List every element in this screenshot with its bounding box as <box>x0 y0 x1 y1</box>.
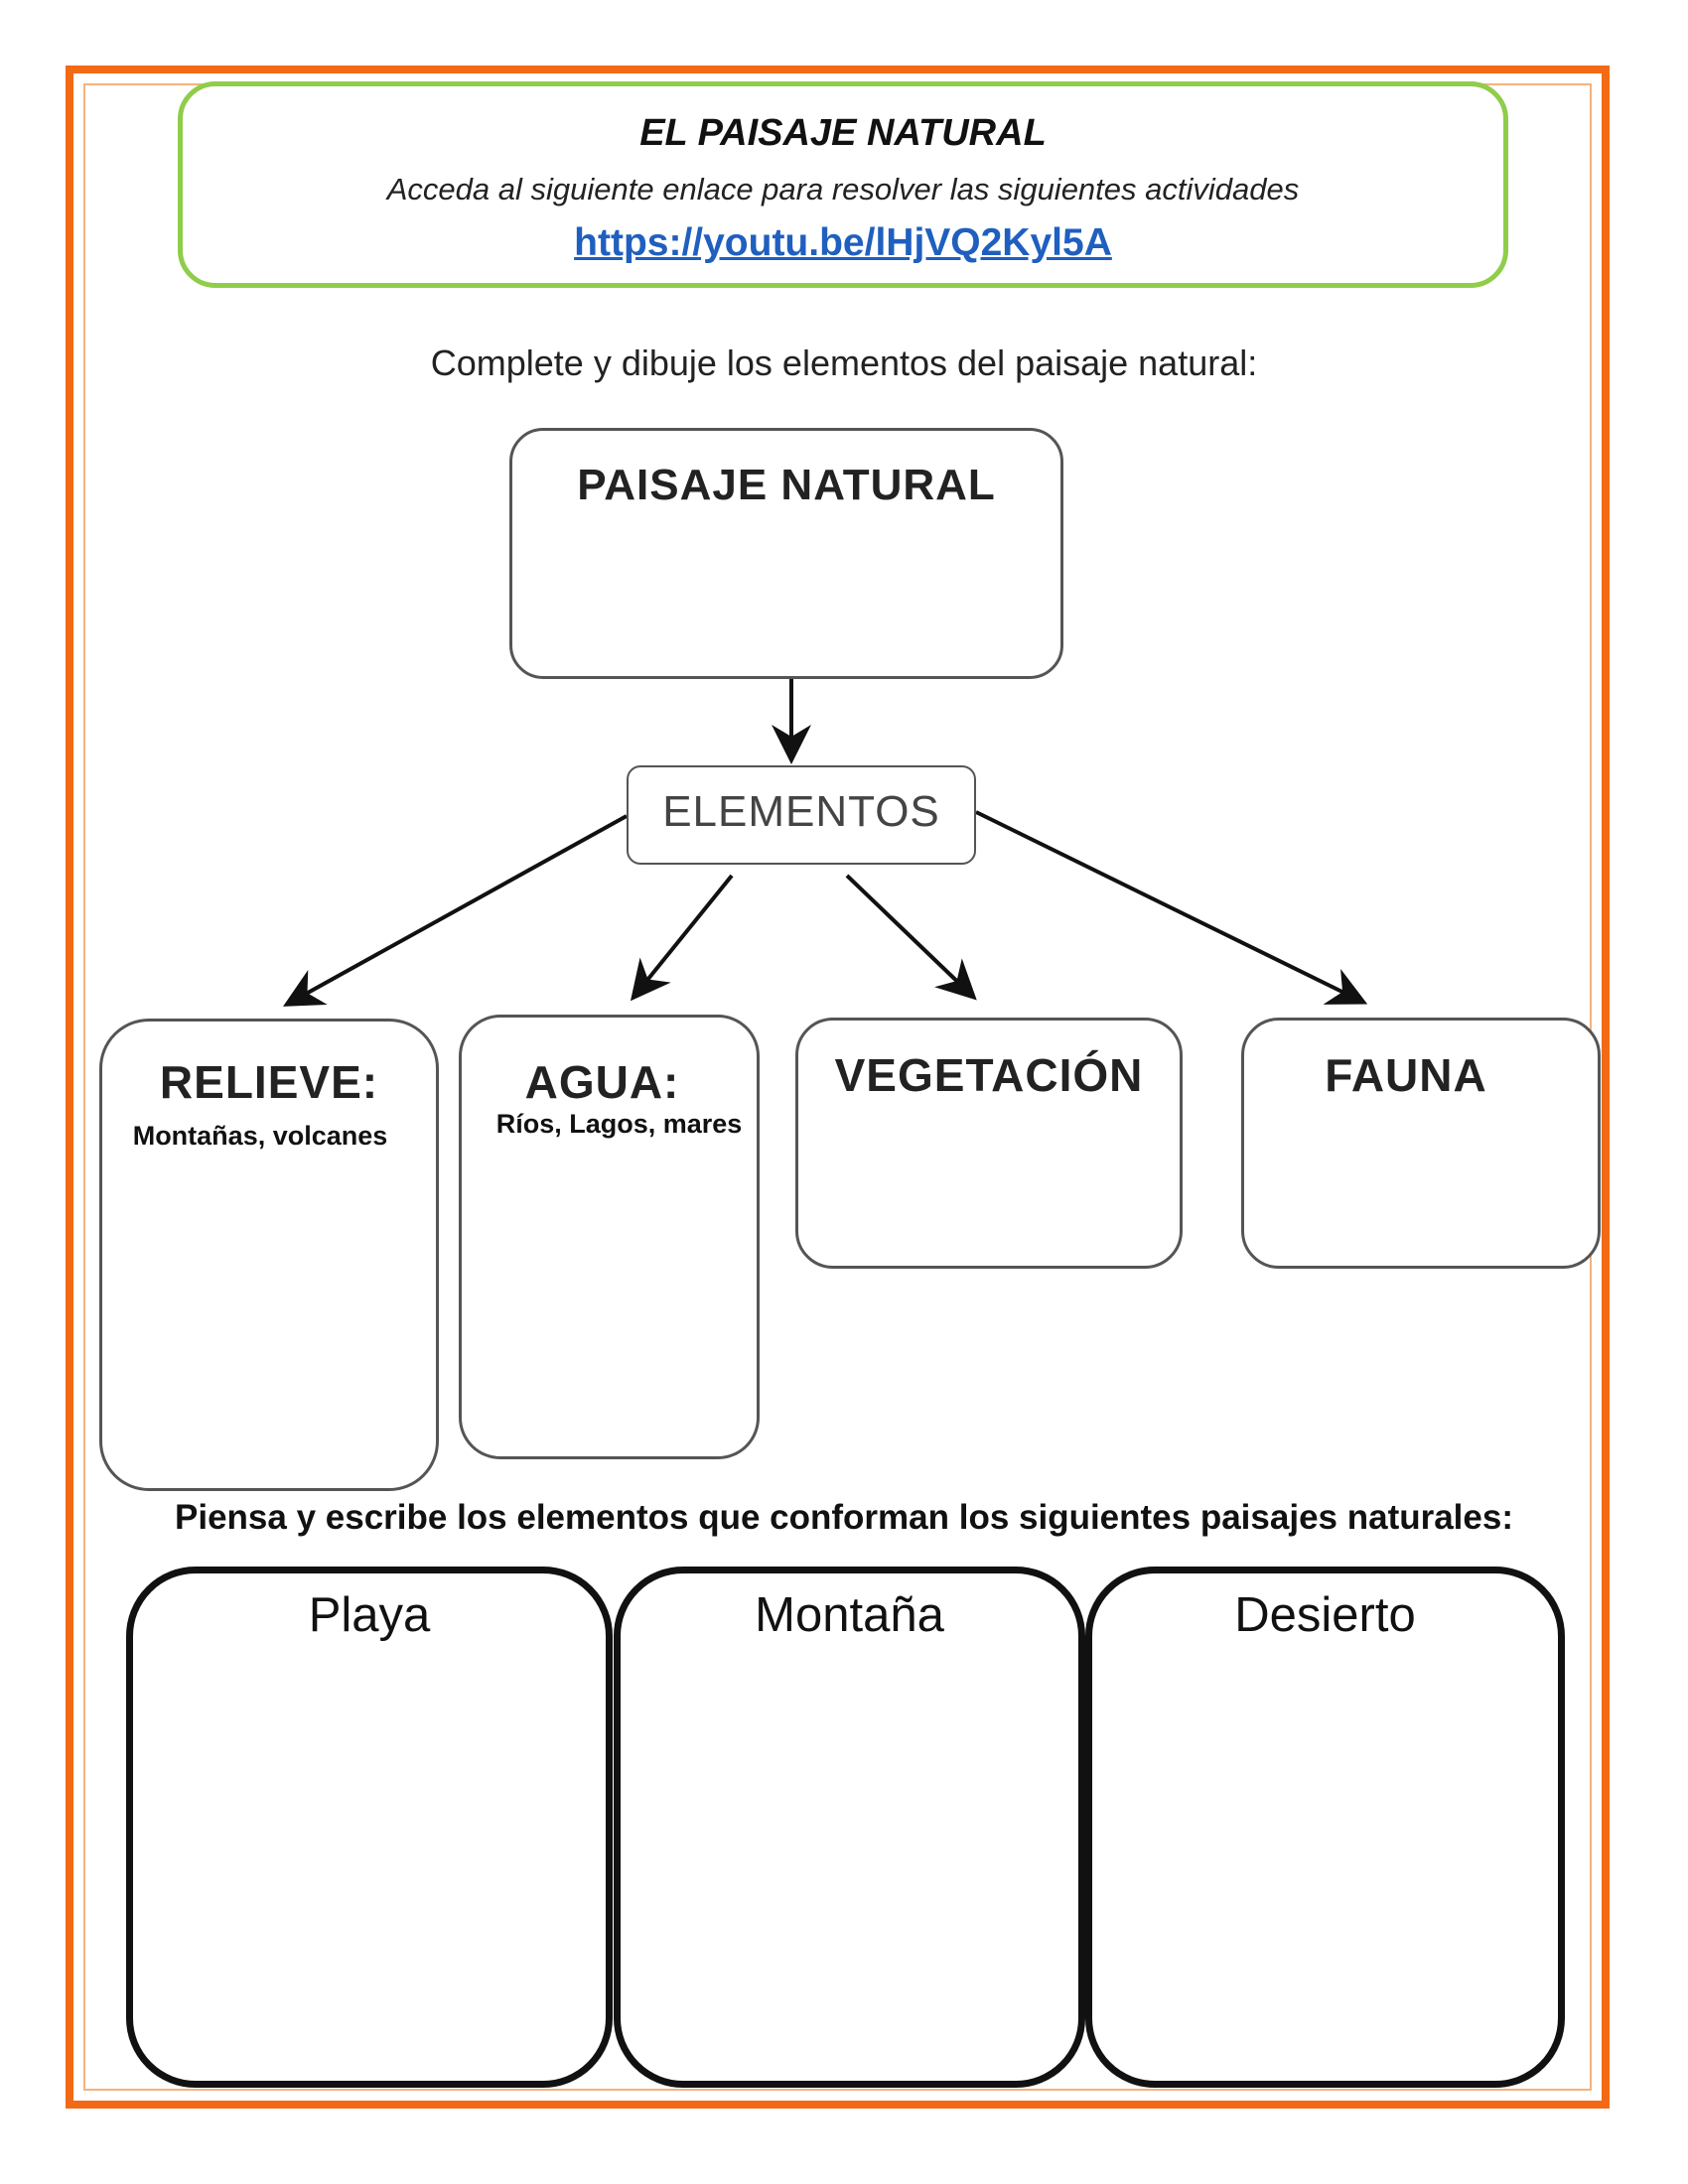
desierto-box: Desierto <box>1085 1567 1565 2088</box>
root-box: PAISAJE NATURAL <box>509 428 1063 679</box>
playa-title: Playa <box>308 1588 431 1642</box>
montana-box: Montaña <box>614 1567 1085 2088</box>
elementos-box: ELEMENTOS <box>627 765 976 865</box>
relieve-note: Montañas, volcanes <box>132 1121 388 1151</box>
fauna-title: FAUNA <box>1325 1049 1487 1101</box>
header-title: EL PAISAJE NATURAL <box>639 112 1047 154</box>
relieve-box: RELIEVE: Montañas, volcanes <box>99 1019 439 1491</box>
fauna-box: FAUNA <box>1241 1018 1601 1269</box>
header-subtitle: Acceda al siguiente enlace para resolver… <box>386 172 1300 206</box>
desierto-title: Desierto <box>1234 1588 1416 1642</box>
instruction-text: Complete y dibuje los elementos del pais… <box>430 342 1258 383</box>
video-link[interactable]: https://youtu.be/lHjVQ2Kyl5A <box>574 221 1112 264</box>
agua-title: AGUA: <box>524 1056 680 1108</box>
playa-box: Playa <box>126 1567 613 2088</box>
agua-note: Ríos, Lagos, mares <box>495 1109 743 1139</box>
root-title: PAISAJE NATURAL <box>577 461 996 509</box>
question-text: Piensa y escribe los elementos que confo… <box>175 1498 1513 1537</box>
elementos-title: ELEMENTOS <box>662 787 940 836</box>
agua-box: AGUA: Ríos, Lagos, mares <box>459 1015 760 1459</box>
vegetacion-box: VEGETACIÓN <box>795 1018 1183 1269</box>
montana-title: Montaña <box>755 1588 944 1642</box>
relieve-title: RELIEVE: <box>159 1056 379 1108</box>
page-frame <box>66 66 1610 2109</box>
vegetacion-title: VEGETACIÓN <box>834 1049 1144 1101</box>
header-box: EL PAISAJE NATURAL Acceda al siguiente e… <box>178 81 1508 288</box>
